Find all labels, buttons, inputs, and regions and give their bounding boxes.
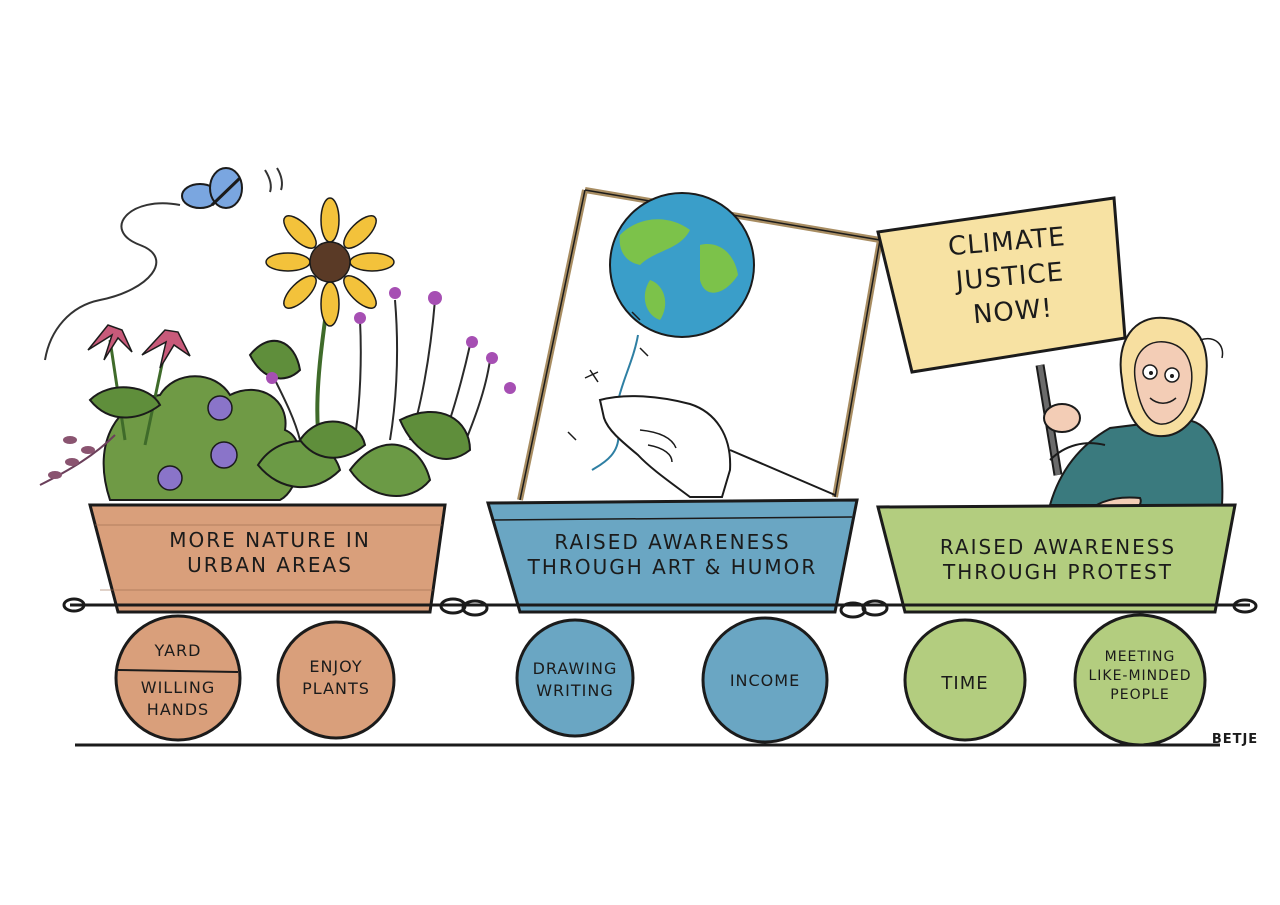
cart-1-box [88,503,447,614]
cart-2-box [486,498,859,614]
wheel-1-bottom-line2: hands [146,699,210,719]
couplings [62,597,1258,619]
wheel-2-line2: plants [302,678,370,698]
wheel-2-label: Enjoy plants [286,656,386,699]
cart-3-label-line2: through protest [943,560,1173,584]
sign-board [876,196,1127,374]
wheel-3 [515,618,635,738]
globe-balloon-icon [567,192,755,471]
plants-group [39,167,516,501]
wheel-4-line1: Income [729,671,801,690]
wheel-5 [903,618,1027,742]
wheel-1-top-label: Yard [154,641,202,660]
hand-icon [598,395,836,498]
cart-1-label: More nature in urban areas [110,528,430,578]
cart-3-label: Raised awareness through protest [888,535,1228,585]
cart-1-label-line2: urban areas [187,553,353,577]
wheel-2-line1: Enjoy [309,657,363,676]
wheel-6-label: Meeting like-minded people [1078,648,1202,705]
cart-2-label-line2: through art & humor [527,555,818,579]
cart-3-label-line1: Raised awareness [939,535,1177,559]
cart-1-label-line1: More nature in [169,528,371,552]
wheel-3-label: Drawing writing [525,658,625,701]
cart-2-label-line1: Raised awareness [554,530,791,554]
artist-signature: Betje [1211,732,1259,747]
sunflower-icon [265,197,395,327]
wheel-1-bottom-label: Willing hands [128,677,228,720]
wheel-6-line1: Meeting [1104,649,1176,665]
wheels [114,613,1207,747]
sign-text: Climate justice now! [901,216,1119,339]
wheel-5-label: Time [915,672,1015,696]
wheel-4 [701,616,829,744]
person-icon [1043,316,1224,524]
wheel-6 [1073,613,1207,747]
wheel-5-line1: Time [941,673,989,694]
wheel-4-label: Income [705,670,825,692]
butterfly-icon [181,167,243,209]
wheel-6-line3: people [1110,686,1170,703]
wheel-1 [114,614,242,742]
wheel-3-line1: Drawing [532,659,618,678]
cart-3-box [876,503,1237,614]
butterfly-trail [44,202,181,361]
wheel-3-line2: writing [536,680,614,700]
wheel-2 [276,620,396,740]
wheel-6-line2: like-minded [1088,667,1192,684]
cart-2-label: Raised awareness through art & humor [500,530,845,580]
wheel-1-bottom-line1: Willing [140,678,216,697]
art-frame [517,187,883,501]
